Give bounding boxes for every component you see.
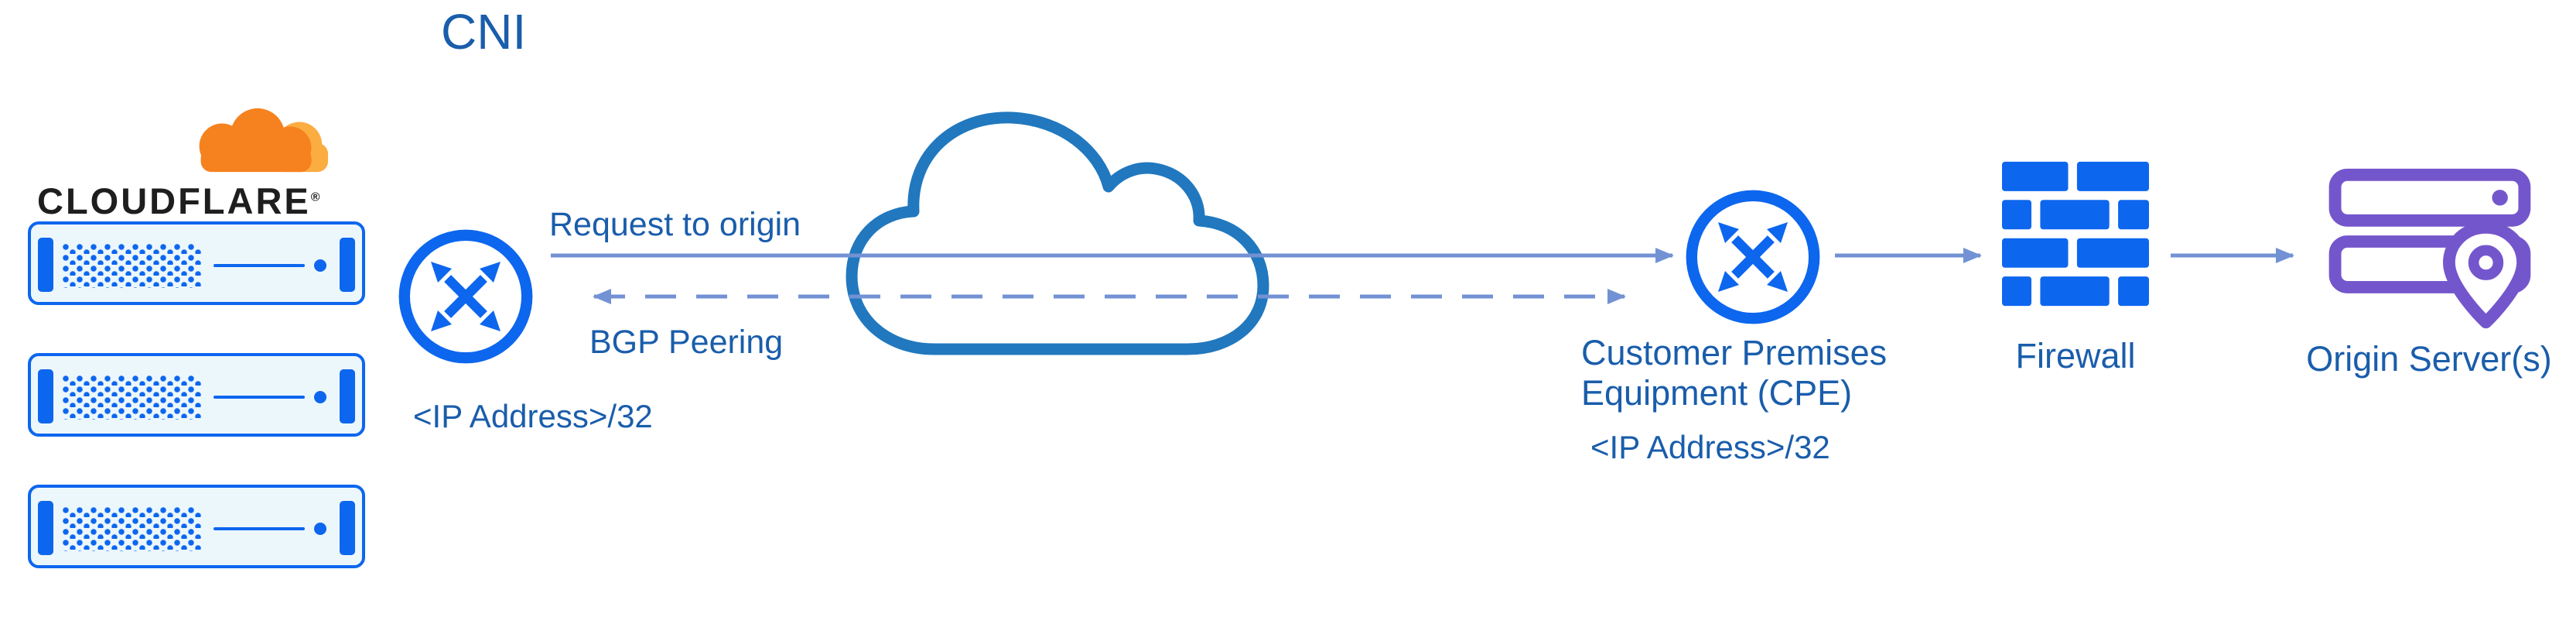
cf-router-icon — [398, 229, 533, 364]
cf-router-ip-label: <IP Address>/32 — [413, 398, 653, 434]
origin-server-label: Origin Server(s) — [2306, 339, 2552, 379]
internet-cloud-icon — [846, 111, 1269, 355]
server-endcap-right-icon — [340, 369, 355, 423]
registered-mark: ® — [310, 190, 323, 204]
cloudflare-server-icon — [28, 485, 365, 568]
cloudflare-server-icon — [28, 353, 365, 437]
firewall-icon — [2002, 161, 2149, 307]
server-line-icon — [214, 527, 305, 530]
cloudflare-server-icon — [28, 221, 365, 305]
server-led-icon — [314, 523, 326, 535]
cpe-router-icon — [1686, 190, 1820, 324]
server-endcap-right-icon — [340, 501, 355, 555]
server-line-icon — [214, 264, 305, 267]
location-pin-icon — [2443, 221, 2530, 329]
cpe-ip-label: <IP Address>/32 — [1590, 429, 1830, 465]
server-endcap-right-icon — [340, 238, 355, 292]
firewall-label: Firewall — [2015, 336, 2136, 375]
cloudflare-wordmark-text: CLOUDFLARE — [37, 180, 311, 221]
cpe-label: Customer Premises Equipment (CPE) — [1581, 333, 1888, 413]
server-endcap-left-icon — [38, 501, 53, 555]
server-line-icon — [214, 396, 305, 399]
cloudflare-logo-main-cloud — [199, 108, 312, 173]
server-dots-icon — [62, 506, 201, 551]
server-led-icon — [314, 391, 326, 403]
diagram-title: CNI — [441, 4, 527, 60]
server-endcap-left-icon — [38, 238, 53, 292]
cloudflare-logo-icon — [199, 108, 329, 173]
server-led-icon — [314, 259, 326, 272]
bgp-peering-label: BGP Peering — [589, 324, 784, 361]
cloudflare-wordmark: CLOUDFLARE® — [37, 180, 323, 222]
server-dots-icon — [62, 375, 201, 420]
server-dots-icon — [62, 243, 201, 288]
request-to-origin-label: Request to origin — [549, 206, 801, 243]
server-endcap-left-icon — [38, 369, 53, 423]
origin-server-icon — [2328, 168, 2531, 329]
